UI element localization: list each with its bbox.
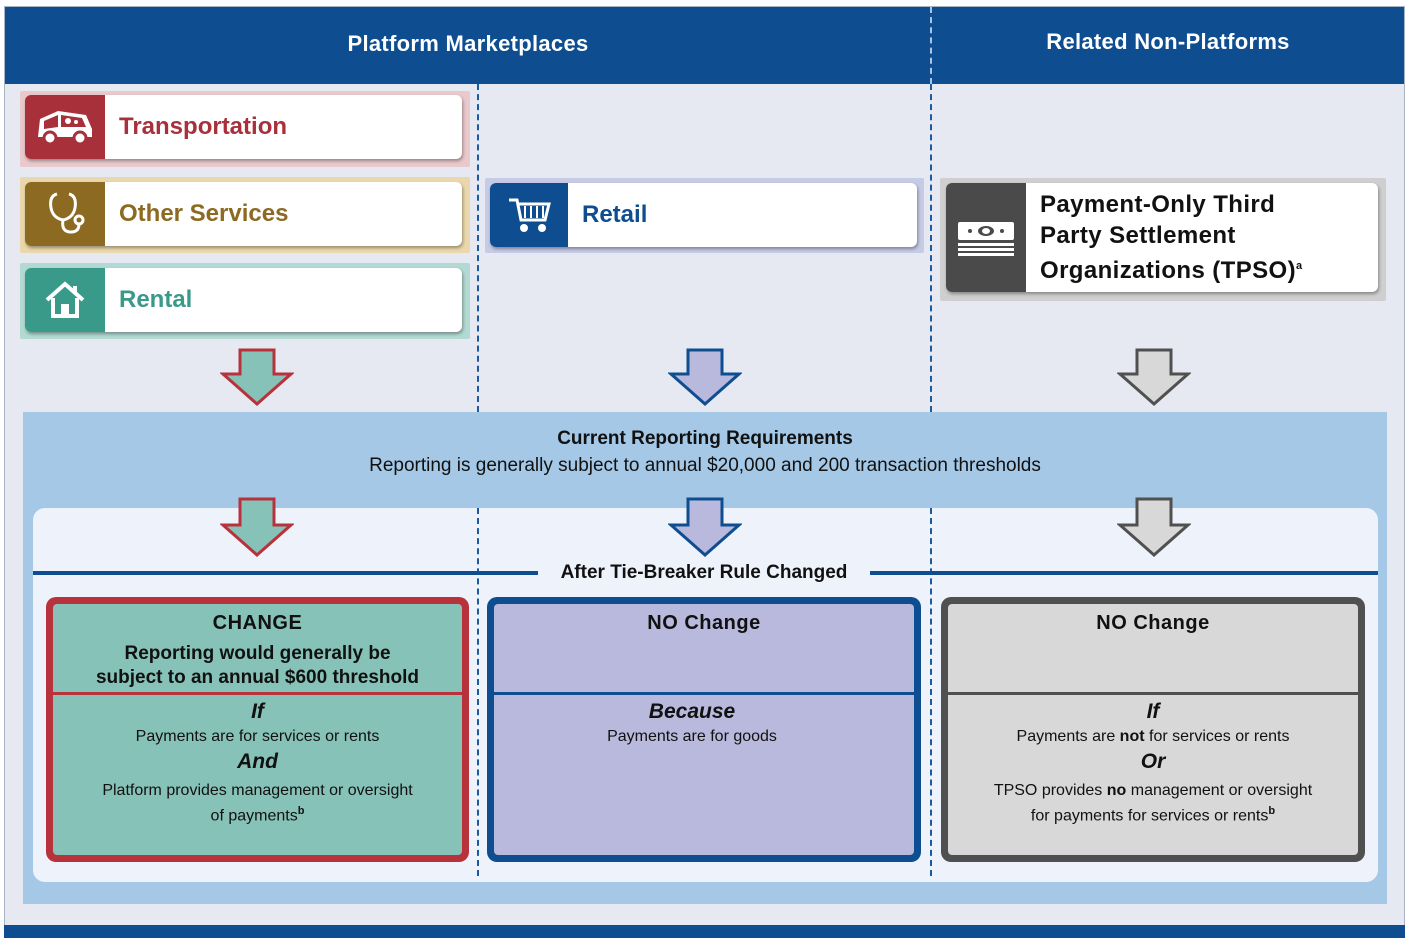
- transportation-card: Transportation: [25, 95, 462, 159]
- other-services-label: Other Services: [119, 200, 289, 227]
- outcome-no-change-tpso-title: NO Change: [1096, 612, 1210, 634]
- outcome-change-inner: CHANGE Reporting would generally be subj…: [53, 604, 462, 855]
- down-arrow-transportation: [220, 348, 294, 406]
- outcome-change-and-line2: of payments: [210, 807, 298, 825]
- tpso-footnote-marker: a: [1296, 260, 1303, 272]
- car-icon: [38, 111, 92, 146]
- outcome-no-change-tpso-or-bold: no: [1106, 782, 1127, 799]
- header-bar: [5, 7, 1404, 84]
- outcome-no-change-retail-inner: NO Change Because Payments are for goods: [494, 604, 914, 855]
- outcome-no-change-tpso-or-text: TPSO provides no management or oversight…: [948, 780, 1358, 826]
- outcome-change-summary-line1: Reporting would generally be: [124, 643, 391, 664]
- money-icon: [958, 221, 1014, 256]
- separator-header: [930, 7, 932, 84]
- down-arrow-retail: [668, 348, 742, 406]
- rental-card: Rental: [25, 268, 462, 332]
- outcome-change-summary-line2: subject to an annual $600 threshold: [95, 667, 420, 688]
- outcome-no-change-tpso-if-post: for services or rents: [1144, 728, 1290, 745]
- outcome-no-change-tpso-box: NO Change If Payments are not for servic…: [941, 597, 1365, 862]
- house-icon: [45, 281, 85, 318]
- outcome-no-change-retail-divider: [494, 692, 914, 695]
- outcome-no-change-tpso-inner: NO Change If Payments are not for servic…: [948, 604, 1358, 855]
- retail-label: Retail: [582, 201, 648, 228]
- transportation-icon-box: [25, 95, 105, 159]
- rental-label: Rental: [119, 286, 193, 313]
- outcome-change-box: CHANGE Reporting would generally be subj…: [46, 597, 469, 862]
- tie-breaker-label: After Tie-Breaker Rule Changed: [538, 562, 870, 584]
- outcome-no-change-retail-title: NO Change: [647, 612, 761, 634]
- related-non-platforms-heading: Related Non-Platforms: [1046, 29, 1290, 54]
- down-arrow-left-2: [220, 497, 294, 557]
- outcome-no-change-tpso-if-text: Payments are not for services or rents: [948, 726, 1358, 747]
- outcome-no-change-retail-box: NO Change Because Payments are for goods: [487, 597, 921, 862]
- down-arrow-right-2: [1117, 497, 1191, 557]
- cart-icon: [509, 198, 551, 232]
- current-requirements-title: Current Reporting Requirements: [557, 428, 853, 449]
- outcome-no-change-tpso-if-pre: Payments are: [1016, 728, 1120, 745]
- outcome-change-summary: Reporting would generally be subject to …: [53, 642, 462, 690]
- outcome-change-footnote-marker: b: [297, 805, 305, 817]
- outcome-no-change-tpso-divider: [948, 692, 1358, 695]
- current-requirements-subtitle: Reporting is generally subject to annual…: [369, 455, 1041, 476]
- outcome-no-change-tpso-or: Or: [1140, 750, 1166, 773]
- stethoscope-icon: [49, 192, 85, 234]
- retail-icon-box: [490, 183, 568, 247]
- rental-icon-box: [25, 268, 105, 332]
- outcome-no-change-tpso-or-post: management or oversight: [1126, 782, 1313, 799]
- other-services-icon-box: [25, 182, 105, 246]
- outcome-no-change-tpso-if: If: [1146, 700, 1160, 723]
- outcome-no-change-retail-because: Because: [648, 700, 736, 723]
- outcome-change-and-text: Platform provides management or oversigh…: [53, 780, 462, 826]
- footer-bar: [4, 925, 1405, 938]
- other-services-card: Other Services: [25, 182, 462, 246]
- down-arrow-tpso: [1117, 348, 1191, 406]
- outcome-change-and: And: [237, 750, 278, 773]
- separator-left-bottom: [477, 508, 479, 876]
- retail-card: Retail: [490, 183, 917, 247]
- tpso-label-line2: Party Settlement: [1040, 222, 1236, 249]
- separator-right-top: [930, 84, 932, 412]
- tpso-label: Payment-Only Third Party Settlement Orga…: [1026, 183, 1303, 292]
- outcome-no-change-retail-because-text: Payments are for goods: [607, 728, 777, 745]
- outcome-change-if-text: Payments are for services or rents: [135, 728, 380, 745]
- outcome-change-divider: [53, 692, 462, 695]
- outcome-no-change-tpso-or-pre: TPSO provides: [993, 782, 1107, 799]
- separator-left-top: [477, 84, 479, 412]
- down-arrow-middle-2: [668, 497, 742, 557]
- separator-right-bottom: [930, 508, 932, 876]
- platform-marketplaces-heading: Platform Marketplaces: [347, 31, 589, 56]
- outcome-no-change-tpso-if-bold: not: [1119, 728, 1145, 745]
- tpso-label-line1: Payment-Only Third: [1040, 191, 1276, 218]
- outcome-change-and-line1: Platform provides management or oversigh…: [102, 782, 413, 799]
- outcome-change-if: If: [251, 700, 264, 723]
- tpso-icon-box: [946, 183, 1026, 292]
- outcome-no-change-tpso-or-line2: for payments for services or rents: [1030, 807, 1269, 825]
- outcome-no-change-tpso-footnote-marker: b: [1268, 805, 1276, 817]
- tpso-card: Payment-Only Third Party Settlement Orga…: [946, 183, 1378, 292]
- tpso-label-line3: Organizations (TPSO): [1040, 257, 1297, 284]
- outcome-change-title: CHANGE: [212, 612, 303, 634]
- transportation-label: Transportation: [119, 113, 288, 140]
